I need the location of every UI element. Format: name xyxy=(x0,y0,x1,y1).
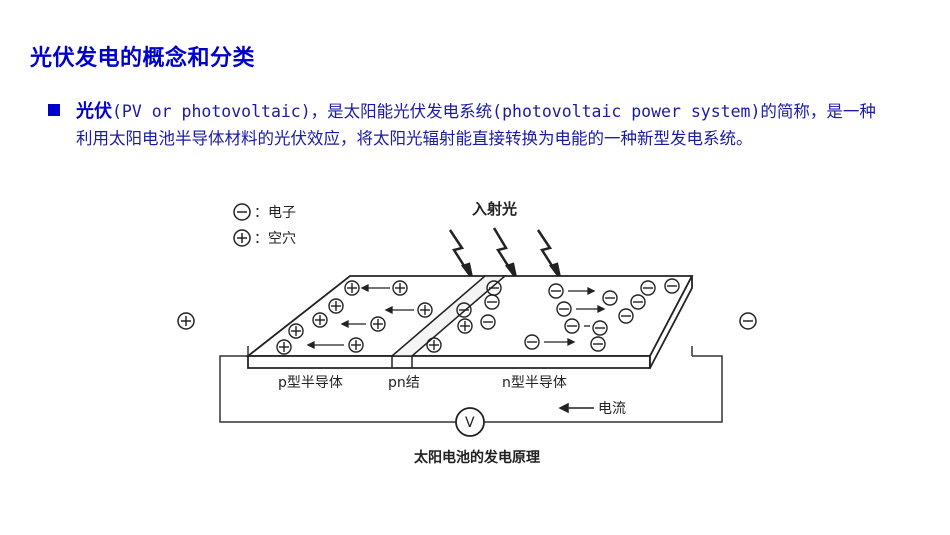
bullet-square-icon xyxy=(48,104,60,116)
bullet-body: (PV or photovoltaic)，是太阳能光伏发电系统(photovol… xyxy=(76,102,876,148)
light-rays-icon xyxy=(448,227,562,279)
solar-cell-diagram: ：电子 ：空穴 入射光 xyxy=(160,190,770,475)
voltmeter-icon: V xyxy=(455,407,485,437)
incident-light-label: 入射光 xyxy=(472,200,517,218)
holes-p-region xyxy=(276,280,473,355)
electron-arrows xyxy=(544,286,606,347)
minus-terminal-icon xyxy=(739,312,757,330)
legend-electron: ：电子 xyxy=(233,203,296,221)
current-label: 电流 xyxy=(598,401,626,417)
legend-hole-label: ：空穴 xyxy=(254,231,296,247)
p-region-label: p型半导体 xyxy=(278,375,343,391)
voltmeter-label: V xyxy=(465,415,475,431)
pn-junction-label: pn结 xyxy=(388,375,420,391)
current-arrow-icon xyxy=(558,402,594,414)
bullet-text: 光伏(PV or photovoltaic)，是太阳能光伏发电系统(photov… xyxy=(76,98,876,152)
electrons-n-region xyxy=(456,278,680,352)
hole-arrows xyxy=(306,283,414,350)
diagram-svg: ：电子 ：空穴 入射光 xyxy=(177,200,757,466)
figure-caption: 太阳电池的发电原理 xyxy=(414,449,540,466)
plus-terminal-icon xyxy=(177,312,195,330)
legend-hole: ：空穴 xyxy=(233,229,296,247)
hole-symbol-icon xyxy=(233,229,251,247)
n-region-label: n型半导体 xyxy=(502,375,567,391)
circuit-wire xyxy=(219,346,723,423)
semiconductor-slab xyxy=(245,275,694,369)
electron-symbol-icon xyxy=(233,203,251,221)
slide-title: 光伏发电的概念和分类 xyxy=(30,46,256,71)
bullet-term: 光伏 xyxy=(76,101,112,122)
legend-electron-label: ：电子 xyxy=(254,205,296,221)
